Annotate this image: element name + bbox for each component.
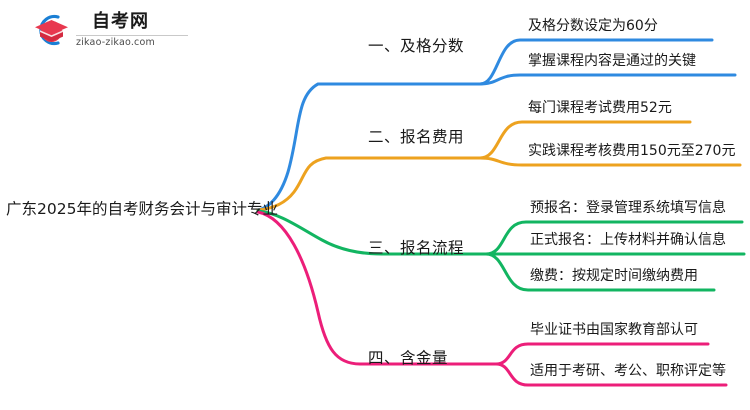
branch-4-child-2-label[interactable]: 适用于考研、考公、职称评定等	[530, 363, 726, 379]
branch-2-child-1-label[interactable]: 每门课程考试费用52元	[528, 100, 672, 116]
branch-1-trunk	[256, 82, 482, 212]
branch-label-1[interactable]: 一、及格分数	[368, 37, 465, 55]
branch-label-4[interactable]: 四、含金量	[368, 349, 449, 367]
branch-3-child-1-label[interactable]: 预报名：登录管理系统填写信息	[530, 200, 726, 216]
branch-4-trunk	[256, 210, 498, 366]
branch-3-connector-group	[256, 209, 746, 292]
branch-label-2[interactable]: 二、报名费用	[368, 128, 465, 146]
branch-2-child-2-connector	[478, 156, 742, 167]
branch-3-trunk	[256, 209, 488, 256]
branch-2-child-2-label[interactable]: 实践课程考核费用150元至270元	[528, 143, 736, 159]
branch-1-child-1-label[interactable]: 及格分数设定为60分	[528, 18, 658, 34]
branch-1-child-2-connector	[478, 73, 737, 86]
logo-title: 自考网	[92, 11, 149, 32]
branch-2-trunk	[256, 156, 482, 212]
branch-4-connector-group	[256, 210, 728, 387]
branch-3-child-3-label[interactable]: 缴费：按规定时间缴纳费用	[530, 268, 698, 284]
branch-4-child-1-label[interactable]: 毕业证书由国家教育部认可	[530, 322, 698, 338]
branch-1-connector-group	[256, 38, 737, 212]
graduation-cap-icon	[28, 11, 72, 49]
branch-3-child-3-connector	[484, 252, 716, 292]
branch-2-connector-group	[256, 120, 742, 212]
branch-4-child-2-connector	[494, 362, 728, 387]
logo-wordmark: 自考网 zikao-zikao.com	[76, 9, 188, 51]
branch-4-child-1-connector	[494, 342, 710, 366]
logo-domain: zikao-zikao.com	[76, 37, 155, 48]
branch-3-child-2-label[interactable]: 正式报名：上传材料并确认信息	[530, 232, 726, 248]
mindmap-root-node[interactable]: 广东2025年的自考财务会计与审计专业	[6, 200, 278, 218]
logo-divider	[76, 35, 188, 36]
branch-1-child-2-label[interactable]: 掌握课程内容是通过的关键	[528, 53, 696, 69]
branch-2-child-1-connector	[478, 120, 692, 160]
branch-label-3[interactable]: 三、报名流程	[368, 239, 465, 257]
site-logo: 自考网 zikao-zikao.com	[28, 9, 188, 51]
